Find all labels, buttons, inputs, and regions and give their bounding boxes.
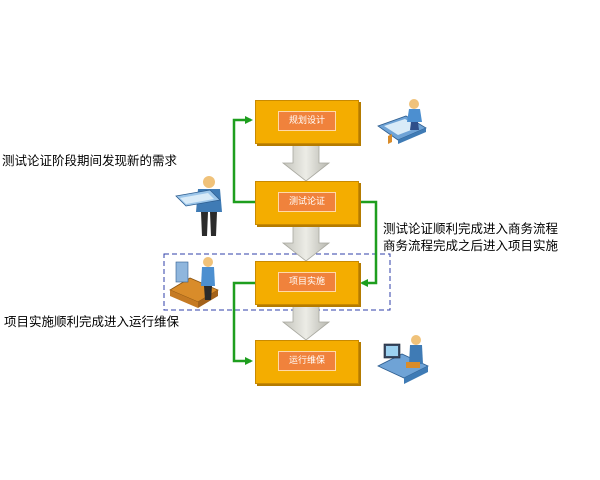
step-test-verification: 测试论证	[255, 181, 359, 225]
implementation-highlight-frame	[163, 253, 391, 311]
tester-figure-icon	[175, 176, 222, 236]
step-label: 规划设计	[278, 111, 336, 131]
step-label: 运行维保	[278, 351, 336, 371]
step-project-implementation: 项目实施	[255, 261, 359, 305]
flow-arrow-test-to-impl	[281, 223, 331, 262]
feedback-arrow-test-to-plan	[232, 116, 255, 204]
maintainer-figure-icon	[377, 335, 429, 384]
implementer-figure-icon	[169, 257, 219, 308]
step-label: 测试论证	[278, 192, 336, 212]
flow-arrow-plan-to-test	[281, 142, 331, 182]
note-test-success: 测试论证顺利完成进入商务流程	[383, 221, 559, 236]
planner-figure-icon	[377, 99, 427, 144]
step-operation-maintenance: 运行维保	[255, 340, 359, 384]
step-plan-design: 规划设计	[255, 100, 359, 144]
note-test-feedback: 测试论证阶段期间发现新的需求	[2, 153, 178, 168]
handover-arrow-impl-to-maint	[232, 281, 255, 365]
note-impl-success: 项目实施顺利完成进入运行维保	[4, 314, 180, 329]
business-arrow-test-to-impl	[358, 200, 378, 287]
note-business-done: 商务流程完成之后进入项目实施	[383, 238, 559, 253]
step-label: 项目实施	[278, 272, 336, 292]
flow-arrow-impl-to-maint	[281, 303, 331, 341]
